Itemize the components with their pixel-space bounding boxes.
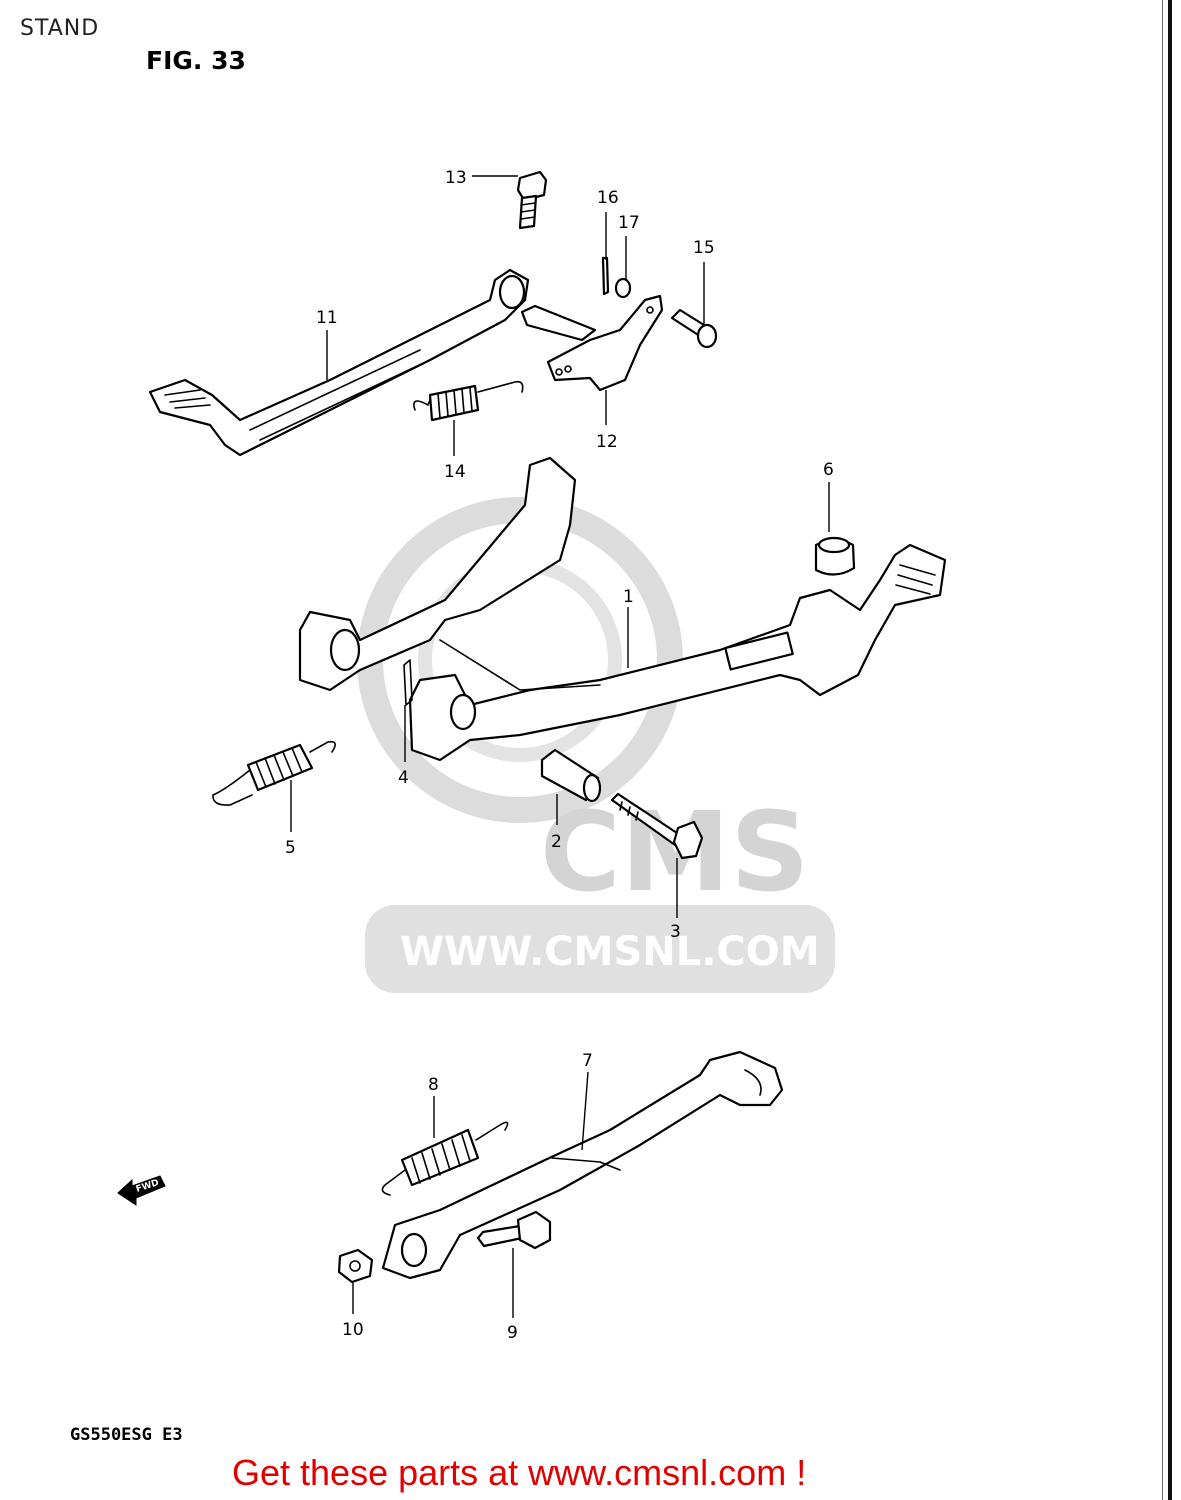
part-8-spring (381, 1121, 509, 1196)
callout-15: 15 (693, 238, 715, 258)
callout-17: 17 (618, 213, 640, 233)
leader-lines (290, 175, 830, 1318)
page-border-inner (1162, 0, 1163, 1500)
callout-8: 8 (428, 1075, 439, 1095)
callout-12: 12 (596, 432, 618, 452)
part-15-pin (670, 308, 718, 349)
part-17-washer (614, 277, 632, 299)
callout-5: 5 (285, 838, 296, 858)
callout-16: 16 (597, 188, 619, 208)
part-1-center-stand (298, 456, 947, 762)
part-12-brake-arm (520, 294, 664, 392)
watermark-url: WWW.CMSNL.COM (400, 929, 820, 975)
page-border (1168, 0, 1172, 1500)
fwd-arrow-icon: FWD (117, 1175, 166, 1206)
part-13-bolt (516, 170, 548, 230)
part-7-side-stand (381, 1050, 784, 1280)
part-3-bolt (610, 792, 704, 860)
callout-1: 1 (623, 587, 634, 607)
callout-10: 10 (342, 1320, 364, 1340)
callout-14: 14 (444, 462, 466, 482)
figure-label: FIG. 33 (146, 46, 246, 75)
callout-7: 7 (582, 1051, 593, 1071)
part-14-spring (413, 380, 524, 422)
callout-4: 4 (398, 768, 409, 788)
callout-11: 11 (316, 308, 338, 328)
callout-9: 9 (507, 1323, 518, 1343)
part-11-brake-pedal (148, 268, 530, 457)
model-code: GS550ESG E3 (70, 1425, 183, 1445)
callout-3: 3 (670, 922, 681, 942)
part-10-nut (337, 1248, 374, 1284)
part-4-clip (403, 659, 413, 706)
watermark: CMS WWW.CMSNL.COM (357, 497, 835, 993)
part-16-cotter-pin (601, 256, 610, 296)
watermark-brand: CMS (540, 788, 809, 916)
section-title: STAND (20, 16, 100, 41)
callouts: 13 16 17 15 11 12 14 6 1 4 5 2 3 7 8 9 1… (285, 168, 834, 1343)
get-parts-link[interactable]: Get these parts at www.cmsnl.com ! (232, 1452, 807, 1493)
part-9-bolt (476, 1210, 552, 1250)
callout-6: 6 (823, 460, 834, 480)
part-2-spacer (540, 748, 602, 803)
callout-2: 2 (551, 832, 562, 852)
callout-13: 13 (445, 168, 467, 188)
part-6-stopper (814, 536, 856, 576)
part-5-spring (212, 740, 336, 806)
